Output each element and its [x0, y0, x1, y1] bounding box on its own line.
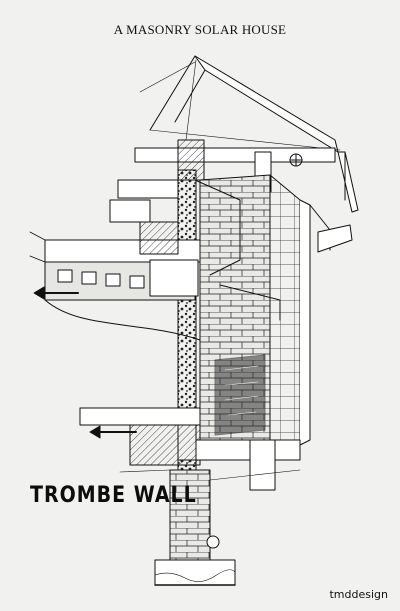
foundation: [119, 469, 301, 586]
glazing-wall: [269, 174, 353, 446]
designer-credit: tmddesign: [329, 588, 388, 601]
ductwork: [109, 179, 281, 321]
trombe-masonry-wall: [199, 174, 271, 446]
airflow-arrow-upper: [33, 286, 79, 300]
airflow-arrow-lower: [89, 425, 137, 439]
trombe-wall-label: TROMBE WALL: [30, 482, 197, 508]
diagram-title: A MASONRY SOLAR HOUSE: [113, 22, 287, 37]
roof: [139, 55, 359, 213]
floor-slab-lower: [79, 407, 301, 491]
